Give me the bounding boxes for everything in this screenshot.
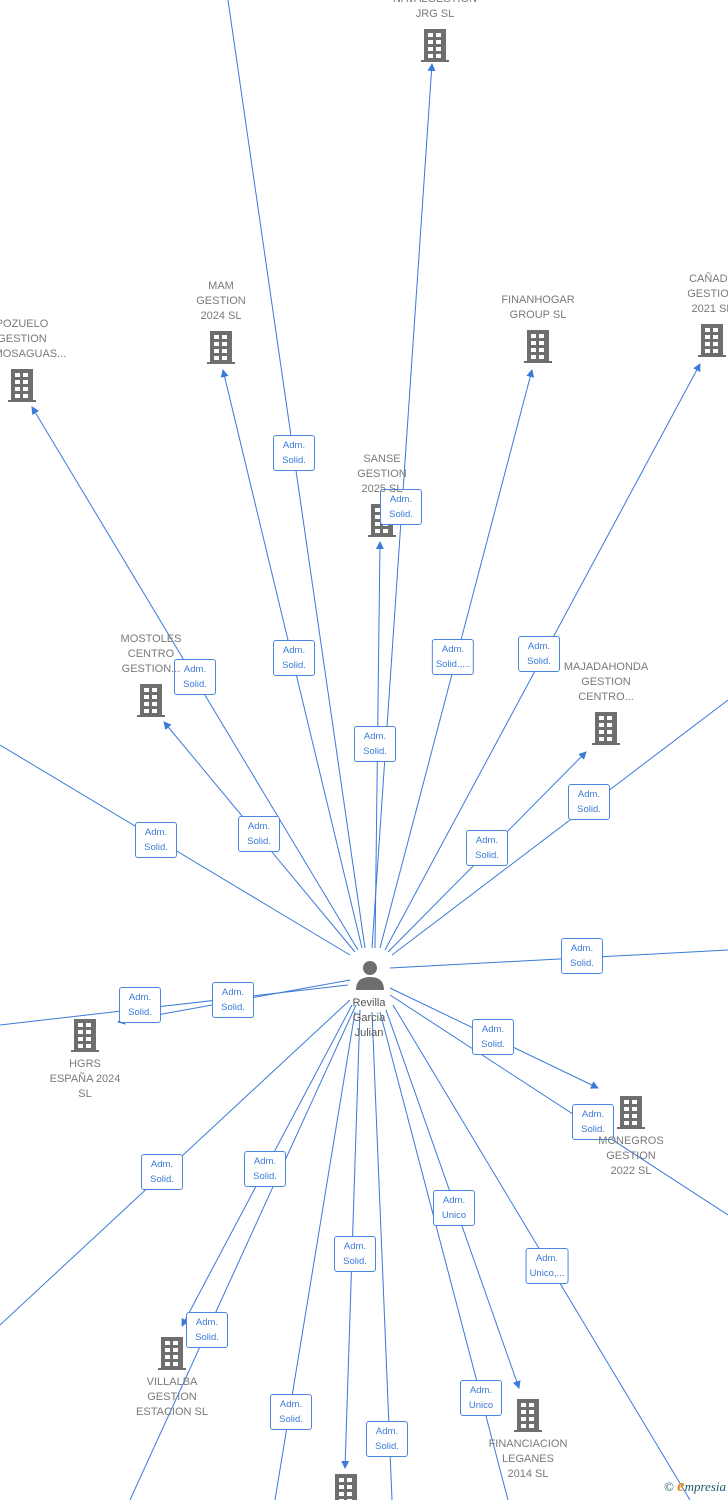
relation-label[interactable]: Adm. Solid.: [270, 1394, 312, 1430]
building-icon[interactable]: [207, 331, 235, 364]
relation-label[interactable]: Adm. Unico: [433, 1190, 475, 1226]
relation-label[interactable]: Adm. Solid.: [244, 1151, 286, 1187]
relation-label[interactable]: Adm. Solid.: [186, 1312, 228, 1348]
company-name[interactable]: MAM GESTION 2024 SL: [196, 280, 246, 322]
relation-label[interactable]: Adm. Solid.: [334, 1236, 376, 1272]
relation-label[interactable]: Adm. Solid.: [354, 726, 396, 762]
relation-label[interactable]: Adm. Solid.: [273, 435, 315, 471]
building-icon[interactable]: [617, 1096, 645, 1129]
relation-label[interactable]: Adm. Unico: [460, 1380, 502, 1416]
company-name[interactable]: MONEGROS GESTION 2022 SL: [598, 1135, 664, 1177]
company-name[interactable]: HGRS ESPAÑA 2024 SL: [49, 1058, 121, 1100]
relation-label[interactable]: Adm. Solid.: [141, 1154, 183, 1190]
building-icon[interactable]: [421, 29, 449, 62]
relation-edge: [227, 0, 366, 949]
relation-label[interactable]: Adm. Solid.: [366, 1421, 408, 1457]
relation-edge: [389, 994, 728, 1216]
person-name[interactable]: Revilla Garcia Julian: [352, 997, 386, 1039]
company-name[interactable]: MOSTOLES CENTRO GESTION...: [120, 633, 182, 675]
company-name[interactable]: FINANCIACION LEGANES 2014 SL: [488, 1438, 568, 1480]
building-icon[interactable]: [514, 1399, 542, 1432]
company-name[interactable]: FINANHOGAR GROUP SL: [501, 294, 575, 321]
relation-label[interactable]: Adm. Solid.: [380, 489, 422, 525]
relation-label[interactable]: Adm. Solid.: [466, 830, 508, 866]
company-name[interactable]: NAVALGESTION JRG SL: [393, 0, 477, 20]
relation-edge: [379, 1011, 509, 1500]
relation-label[interactable]: Adm. Solid.: [518, 636, 560, 672]
relation-label[interactable]: Adm. Solid.: [472, 1019, 514, 1055]
relation-label[interactable]: Adm. Solid.: [174, 659, 216, 695]
company-name[interactable]: POZUELO GESTION SOMOSAGUAS...: [0, 318, 67, 360]
building-icon[interactable]: [332, 1474, 360, 1500]
relation-edge: [389, 949, 728, 969]
building-icon[interactable]: [158, 1337, 186, 1370]
relation-label[interactable]: Adm. Solid.: [119, 987, 161, 1023]
relation-edge: [391, 699, 728, 956]
empresia-logo: © empresia: [663, 1476, 726, 1495]
company-name[interactable]: VILLALBA GESTION ESTACION SL: [136, 1376, 208, 1418]
building-icon[interactable]: [524, 330, 552, 363]
relation-edge: [371, 1011, 393, 1500]
person-icon[interactable]: [356, 961, 384, 990]
company-name[interactable]: CAÑADA GESTION 2021 SL: [687, 273, 728, 315]
relation-label[interactable]: Adm. Solid.: [212, 982, 254, 1018]
relation-label[interactable]: Adm. Solid.,...: [431, 639, 475, 675]
company-name[interactable]: MAJADAHONDA GESTION CENTRO...: [563, 661, 649, 703]
building-icon[interactable]: [71, 1019, 99, 1052]
building-icon[interactable]: [8, 369, 36, 402]
relation-label[interactable]: Adm. Solid.: [238, 816, 280, 852]
relation-edge: [129, 1004, 357, 1500]
relation-label[interactable]: Adm. Solid.: [568, 784, 610, 820]
relation-label[interactable]: Adm. Solid.: [561, 938, 603, 974]
building-icon[interactable]: [592, 712, 620, 745]
building-icon[interactable]: [698, 324, 726, 357]
relation-label[interactable]: Adm. Unico,...: [525, 1248, 569, 1284]
relation-label[interactable]: Adm. Solid.: [135, 822, 177, 858]
building-icon[interactable]: [137, 684, 165, 717]
relation-edge: [0, 984, 349, 1026]
relation-label[interactable]: Adm. Solid.: [572, 1104, 614, 1140]
company-name[interactable]: SANSE GESTION 2025 SL: [357, 453, 407, 495]
relation-label[interactable]: Adm. Solid.: [273, 640, 315, 676]
